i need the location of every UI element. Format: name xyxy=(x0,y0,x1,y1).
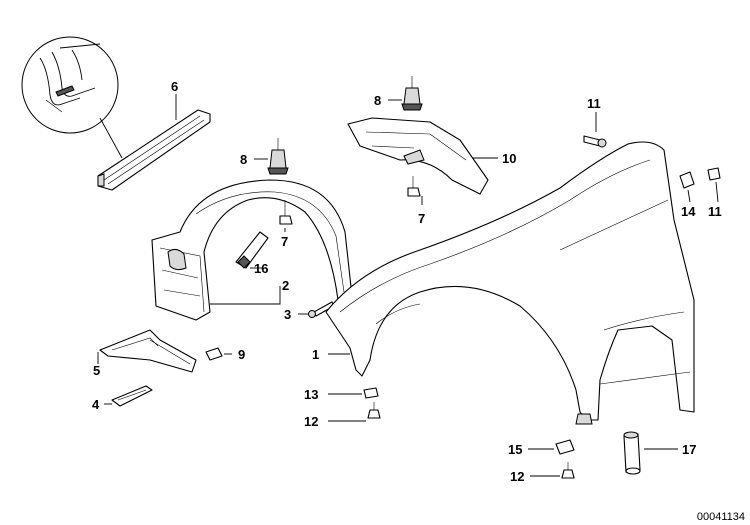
sill-strip-part xyxy=(97,109,211,191)
callout-6: 6 xyxy=(171,79,178,94)
callout-7-right: 7 xyxy=(418,211,425,226)
callout-15: 15 xyxy=(508,442,522,457)
nut-left-part xyxy=(279,200,293,225)
callout-16: 16 xyxy=(254,261,268,276)
callout-4: 4 xyxy=(92,397,100,412)
guide-bracket-part xyxy=(99,329,197,373)
screw-12-upper-part xyxy=(367,402,381,419)
screw-12-lower-part xyxy=(561,462,575,479)
callout-12-lower: 12 xyxy=(510,469,524,484)
nut-fender-part xyxy=(707,167,721,181)
wheel-arch-liner-part xyxy=(151,179,353,321)
screw-part xyxy=(308,301,335,318)
nut-right-part xyxy=(407,176,421,197)
splash-shield-part xyxy=(347,117,489,195)
callout-3: 3 xyxy=(284,307,291,322)
callouts: 6 8 7 16 2 3 5 4 9 8 10 7 11 1 13 12 14 … xyxy=(92,79,722,484)
drawing-number: 00041134 xyxy=(697,511,745,523)
expanding-rivet-right-part xyxy=(401,76,423,111)
clip-nut-part xyxy=(679,171,695,189)
front-fender-part xyxy=(325,141,695,425)
callout-17: 17 xyxy=(682,442,696,457)
clip-13-part xyxy=(363,387,379,399)
detail-magnifier xyxy=(21,36,123,159)
callout-12-upper: 12 xyxy=(304,414,318,429)
callout-2: 2 xyxy=(282,278,289,293)
callout-5: 5 xyxy=(93,363,100,378)
callout-11-top: 11 xyxy=(587,96,601,111)
callout-9: 9 xyxy=(238,347,245,362)
callout-14: 14 xyxy=(681,204,696,219)
clip-part xyxy=(205,347,223,361)
plug-part xyxy=(623,431,641,475)
callout-8-right: 8 xyxy=(374,93,381,108)
leader-lines xyxy=(97,94,719,477)
callout-7-left: 7 xyxy=(281,234,288,249)
bolt-part xyxy=(583,135,607,148)
callout-8-left: 8 xyxy=(240,152,247,167)
callout-11-right: 11 xyxy=(708,204,722,219)
pad-part xyxy=(111,385,153,407)
callout-13: 13 xyxy=(304,387,318,402)
callout-1: 1 xyxy=(312,347,319,362)
expanding-rivet-left-part xyxy=(267,138,289,175)
callout-10: 10 xyxy=(502,151,516,166)
clip-15-part xyxy=(555,439,575,455)
